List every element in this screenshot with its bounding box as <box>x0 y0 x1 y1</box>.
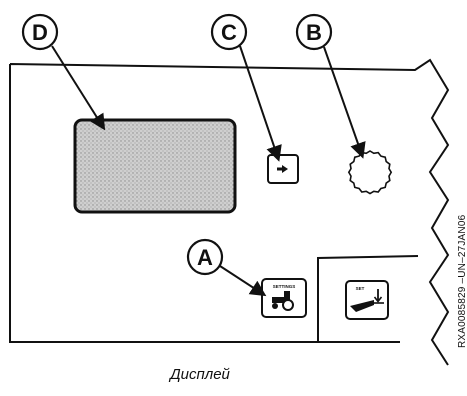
callout-c-arrow <box>239 45 282 162</box>
callout-b: B <box>295 13 366 159</box>
side-panel-outline <box>317 255 419 342</box>
back-button[interactable] <box>267 154 299 184</box>
callout-a: A <box>186 238 267 297</box>
side-reference-code: RXA0085829 –UN–27JAN06 <box>457 214 467 348</box>
svg-text:B: B <box>306 20 322 45</box>
tractor-icon <box>272 291 294 311</box>
settings-button[interactable]: SETTINGS <box>261 278 307 318</box>
display-screen <box>73 118 237 214</box>
callout-a-arrow <box>219 265 267 297</box>
settings-button-label: SETTINGS <box>273 284 296 289</box>
callout-d-arrow <box>51 45 106 131</box>
figure-caption: Дисплей <box>170 366 230 383</box>
set-button[interactable]: SET <box>345 280 389 320</box>
implement-set-icon <box>350 289 384 312</box>
left-arrow-icon <box>277 165 288 173</box>
callout-b-arrow <box>323 46 366 159</box>
callout-d: D <box>21 13 106 131</box>
console-outline <box>9 58 450 366</box>
callout-c: C <box>210 13 282 162</box>
svg-text:C: C <box>221 20 237 45</box>
rotary-knob[interactable] <box>347 150 393 195</box>
set-button-label: SET <box>356 286 365 291</box>
svg-text:D: D <box>32 20 48 45</box>
svg-text:A: A <box>197 245 213 270</box>
